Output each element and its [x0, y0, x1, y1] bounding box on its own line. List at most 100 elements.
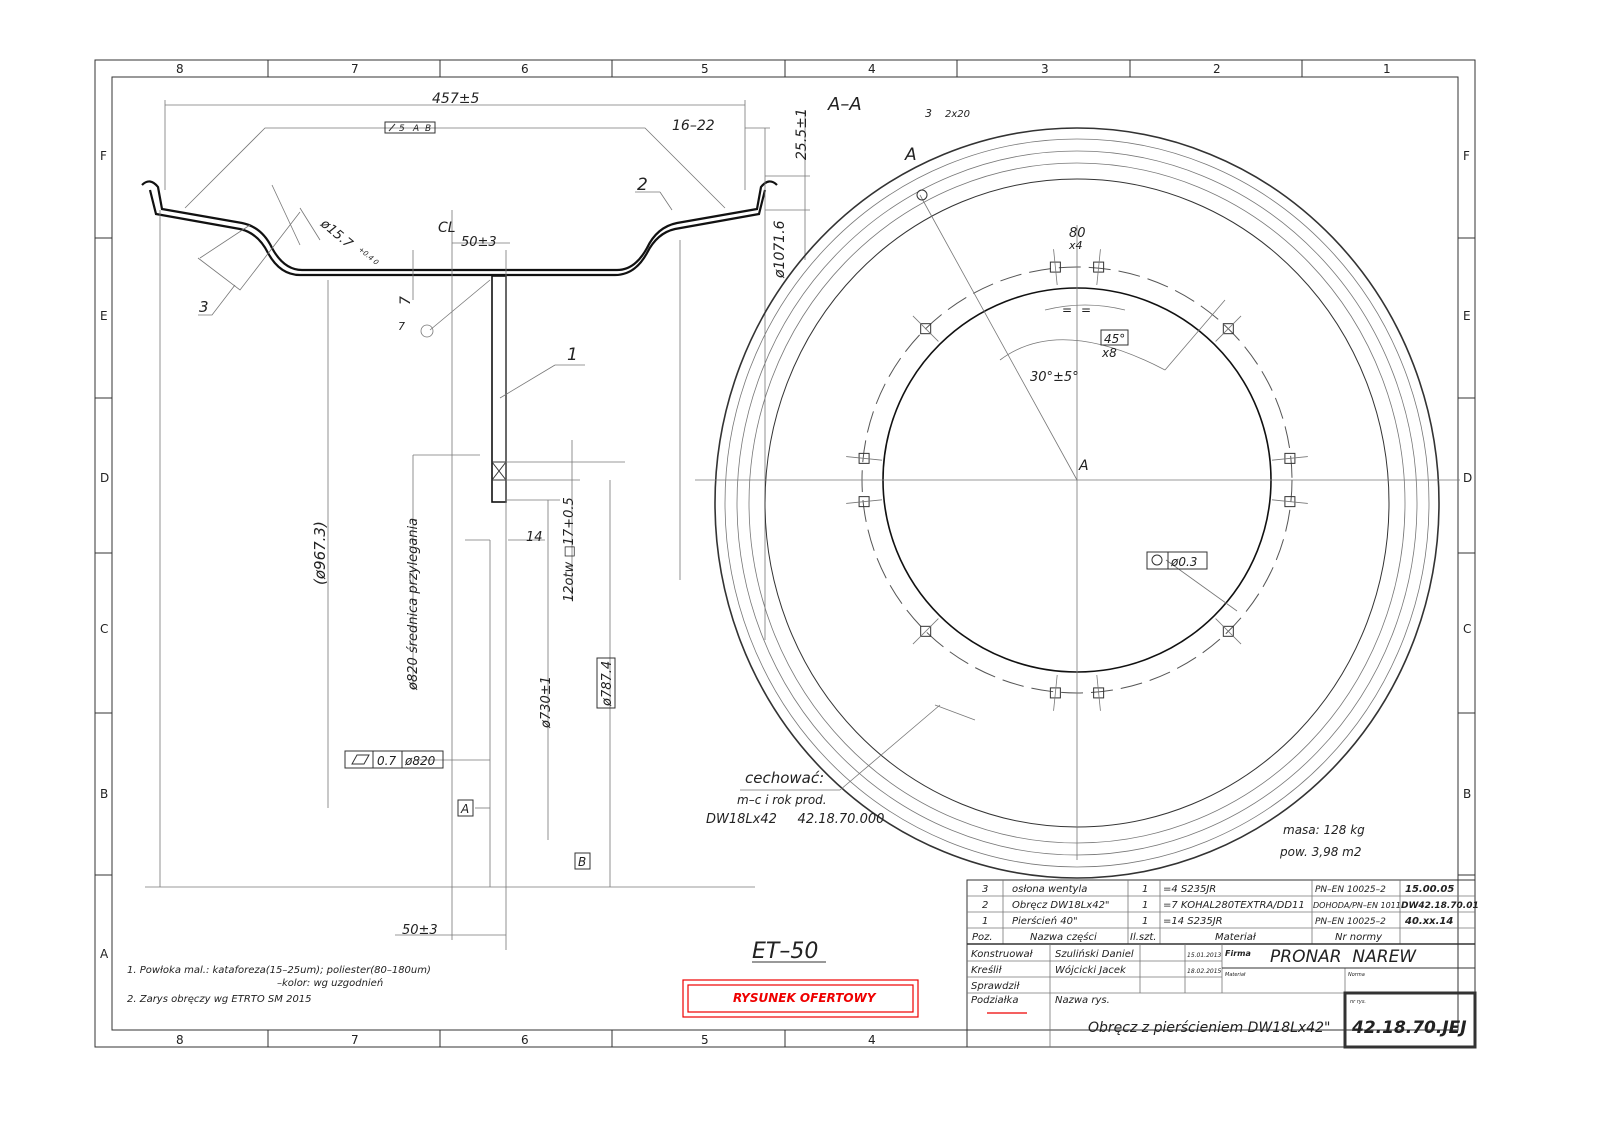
dim-offset-top: 50±3 [461, 235, 497, 250]
bolt-hole [1049, 687, 1061, 699]
part-3-material: =4 S235JR [1163, 884, 1216, 895]
datum-b: B [578, 855, 586, 869]
drawn-label: Kreślił [971, 964, 1003, 976]
stamp-text: RYSUNEK OFERTOWY [733, 991, 877, 1005]
designed-date: 15.01.2013 [1187, 952, 1222, 959]
zone-row-d: D [100, 471, 109, 485]
drawn-date: 18.02.2015 [1187, 968, 1222, 975]
weld-size: 2x20 [945, 109, 970, 120]
part-2-material: =7 KOHAL280TEXTRA/DD11 [1163, 900, 1305, 911]
zone-row-b-right: B [1463, 787, 1471, 801]
centerline-label: CL [438, 220, 456, 236]
surface-area: pow. 3,98 m2 [1279, 845, 1362, 859]
part-3-qty: 1 [1142, 884, 1148, 895]
dim-thickness-7: 7 [398, 296, 414, 305]
dim-angle-45-count: x8 [1101, 346, 1117, 360]
part-2-qty: 1 [1142, 900, 1148, 911]
part-1-qty: 1 [1142, 916, 1148, 927]
part-3-name: osłona wentyla [1012, 884, 1087, 895]
header-norm: Nr normy [1335, 932, 1383, 943]
bolt-hole-centerline [1096, 674, 1101, 711]
name-label: Nazwa rys. [1055, 995, 1110, 1006]
zone-col-7: 7 [351, 62, 359, 76]
zone-col-8-bottom: 8 [176, 1033, 184, 1047]
drawing-number: 42.18.70.JEJ [1351, 1018, 1467, 1038]
front-view: 3 2x20 A A 80 x4 = = 45° x8 30°±5° ø0.3 … [695, 107, 1460, 879]
dim-equal-right: = [1081, 303, 1091, 317]
dim-contact-diameter: ø820 średnica przylegania [406, 518, 421, 691]
flatness-tolerance-frame: 0.7 ø820 [344, 750, 444, 769]
zone-row-a: A [100, 947, 109, 961]
section-marker-top: A [904, 145, 917, 165]
bolt-hole [1284, 496, 1296, 508]
dim-flange-diameter: ø1071.6 [772, 220, 788, 279]
bolt-hole-centerline [1215, 618, 1242, 645]
designed-label: Konstruował [971, 949, 1034, 960]
position-value: ø0.3 [1170, 555, 1197, 569]
zone-col-6-bottom: 6 [521, 1033, 529, 1047]
note-1-cont: –kolor: wg uzgodnień [277, 977, 383, 989]
section-title: A–A [827, 94, 862, 115]
zone-row-f-right: F [1463, 149, 1470, 163]
dim-diameter-787: ø787.4 [600, 661, 615, 707]
bolt-hole [1093, 261, 1105, 273]
part-1-name: Pierścień 40" [1012, 915, 1078, 927]
item-label-1: 1 [567, 345, 578, 365]
dim-14: 14 [526, 530, 543, 545]
bolt-hole-centerline [1271, 456, 1308, 461]
bolt-hole [858, 496, 870, 508]
bolt-hole [1222, 323, 1234, 335]
part-1-norm: PN–EN 10025–2 [1315, 917, 1386, 927]
dim-diameter-730: ø730±1 [539, 676, 554, 729]
runout-tolerance-frame: 5 A B [384, 121, 436, 134]
bolt-hole [1093, 687, 1105, 699]
zone-col-3: 3 [1041, 62, 1049, 76]
part-3-code: 15.00.05 [1405, 884, 1454, 895]
datum-a: A [460, 802, 469, 816]
zone-col-8: 8 [176, 62, 184, 76]
weld-label: 3 [925, 107, 932, 120]
item-label-3: 3 [199, 298, 209, 316]
mass: masa: 128 kg [1283, 823, 1365, 837]
dim-angle-30: 30°±5° [1030, 370, 1079, 385]
part-2-norm: DOHODA/PN–EN 1011 [1313, 901, 1401, 910]
norm-label: Norma [1348, 972, 1365, 978]
number-label: nr rys. [1350, 999, 1366, 1005]
drawing-frame: 8 7 6 5 4 3 2 1 8 7 6 5 4 F E D C B A F … [94, 59, 1476, 1048]
runout-value: 5 [399, 124, 405, 134]
scale-label: Podziałka [971, 995, 1018, 1006]
zone-row-b: B [100, 787, 108, 801]
runout-datum-a: A [412, 124, 419, 134]
drawn-by: Wójcicki Jacek [1055, 964, 1127, 976]
bolt-hole-centerline [846, 499, 883, 504]
offer-stamp: RYSUNEK OFERTOWY [682, 979, 919, 1018]
header-name: Nazwa części [1030, 931, 1097, 943]
bolt-hole [1049, 261, 1061, 273]
bolt-hole [1222, 625, 1234, 637]
zone-col-2: 2 [1213, 62, 1221, 76]
marking-line-1: m–c i rok prod. [737, 793, 827, 807]
bolt-hole-centerline [846, 456, 883, 461]
zone-col-4-bottom: 4 [868, 1033, 876, 1047]
zone-col-6: 6 [521, 62, 529, 76]
dim-overall-width: 457±5 [432, 91, 479, 107]
flatness-diameter: ø820 [404, 754, 436, 768]
note-2: 2. Zarys obręczy wg ETRTO SM 2015 [127, 994, 312, 1005]
runout-datum-b: B [425, 124, 431, 134]
title-block: Konstruował Szuliński Daniel 15.01.2013 … [967, 944, 1477, 1049]
company-label: Firma [1225, 949, 1251, 958]
dim-equal-left: = [1062, 303, 1072, 317]
checked-label: Sprawdził [971, 981, 1020, 992]
section-marker-center: A [1078, 458, 1089, 474]
bolt-hole [858, 452, 870, 464]
marking-title: cechować: [745, 769, 824, 787]
zone-col-7-bottom: 7 [351, 1033, 359, 1047]
dim-hole-spacing: 80 [1069, 226, 1086, 241]
dim-offset-bottom: 50±3 [402, 923, 438, 938]
material-label: Materiał [1225, 972, 1246, 978]
bolt-hole-centerline [1053, 674, 1058, 711]
header-qty: Il.szt. [1130, 932, 1156, 943]
bolt-hole-centerline [1053, 249, 1058, 286]
company-name: PRONAR NAREW [1270, 947, 1417, 967]
